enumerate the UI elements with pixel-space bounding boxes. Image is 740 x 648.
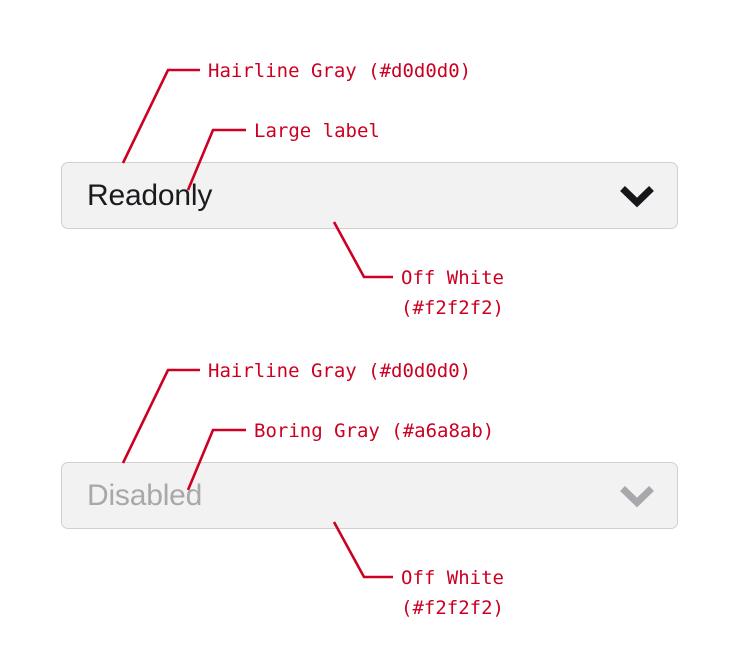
- leader-line-disabled-border: [121, 368, 200, 464]
- annotation-readonly-label: Large label: [254, 120, 380, 142]
- annotation-readonly-border: Hairline Gray (#d0d0d0): [208, 60, 472, 82]
- readonly-select[interactable]: Readonly: [61, 162, 678, 229]
- leader-line-disabled-fill: [332, 521, 393, 579]
- disabled-select: Disabled: [61, 462, 678, 529]
- annotation-readonly-fill-line2: (#f2f2f2): [401, 297, 504, 319]
- chevron-down-icon: [619, 483, 655, 509]
- annotation-readonly-fill-line1: Off White: [401, 267, 504, 289]
- chevron-down-icon[interactable]: [619, 183, 655, 209]
- annotation-disabled-fill-line1: Off White: [401, 567, 504, 589]
- disabled-select-value: Disabled: [87, 478, 203, 512]
- readonly-select-value: Readonly: [87, 178, 213, 212]
- annotation-disabled-label: Boring Gray (#a6a8ab): [254, 420, 495, 442]
- annotation-disabled-fill-line2: (#f2f2f2): [401, 597, 504, 619]
- leader-line-readonly-border: [121, 68, 200, 164]
- annotation-disabled-border: Hairline Gray (#d0d0d0): [208, 360, 472, 382]
- leader-line-readonly-fill: [332, 221, 393, 279]
